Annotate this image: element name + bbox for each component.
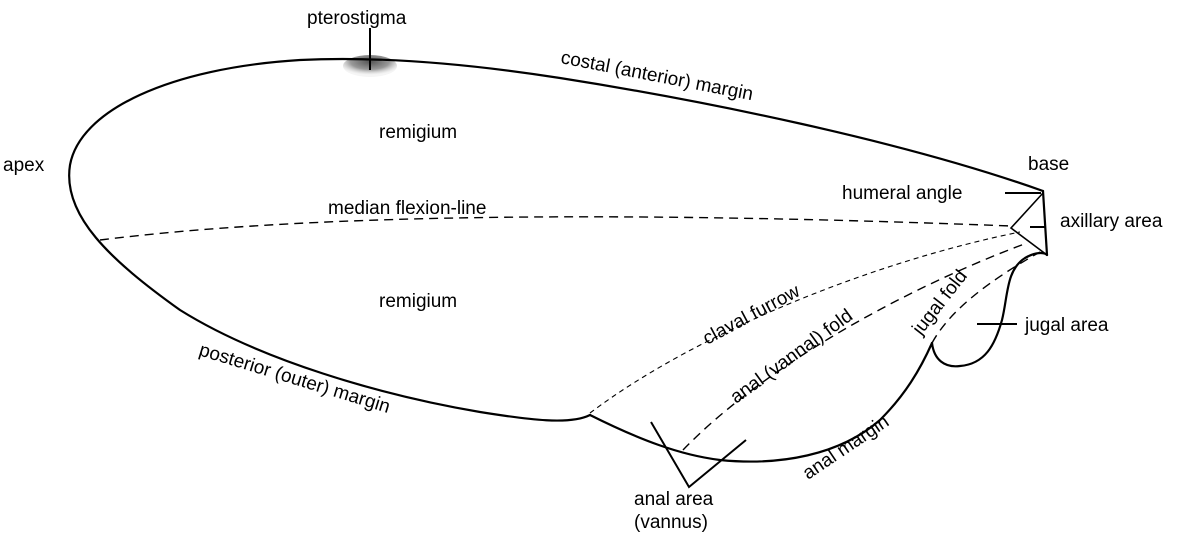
label-anal-area: anal area <box>634 489 714 510</box>
label-posterior-margin: posterior (outer) margin <box>197 340 393 418</box>
axillary-triangle <box>1009 192 1048 256</box>
label-humeral-angle: humeral angle <box>842 183 962 204</box>
claval-furrow <box>589 231 1021 414</box>
anal-area-bracket <box>650 421 747 489</box>
jugal-fold <box>931 251 1041 344</box>
label-jugal-area: jugal area <box>1024 315 1109 336</box>
label-costal-margin: costal (anterior) margin <box>559 47 755 105</box>
label-anal-margin: anal margin <box>799 411 893 484</box>
label-median-flexion-line: median flexion-line <box>328 198 486 219</box>
label-jugal-fold: jugal fold <box>908 266 972 340</box>
label-claval-furrow: claval furrow <box>699 281 803 350</box>
label-remigium-lower: remigium <box>379 291 457 312</box>
label-apex: apex <box>3 155 45 176</box>
wing-base-edge <box>1041 189 1049 257</box>
label-base: base <box>1028 154 1069 175</box>
anal-vannal-fold <box>682 242 1028 451</box>
label-pterostigma: pterostigma <box>307 8 407 29</box>
median-flexion-line <box>99 216 1012 241</box>
label-axillary-area: axillary area <box>1060 211 1163 232</box>
wing-outline-jugal-lobe <box>930 251 1049 368</box>
label-remigium-upper: remigium <box>379 122 457 143</box>
label-vannus: (vannus) <box>634 512 708 533</box>
wing-outline-anterior-posterior <box>68 57 1045 422</box>
wing-outline-anal-margin <box>588 341 934 463</box>
